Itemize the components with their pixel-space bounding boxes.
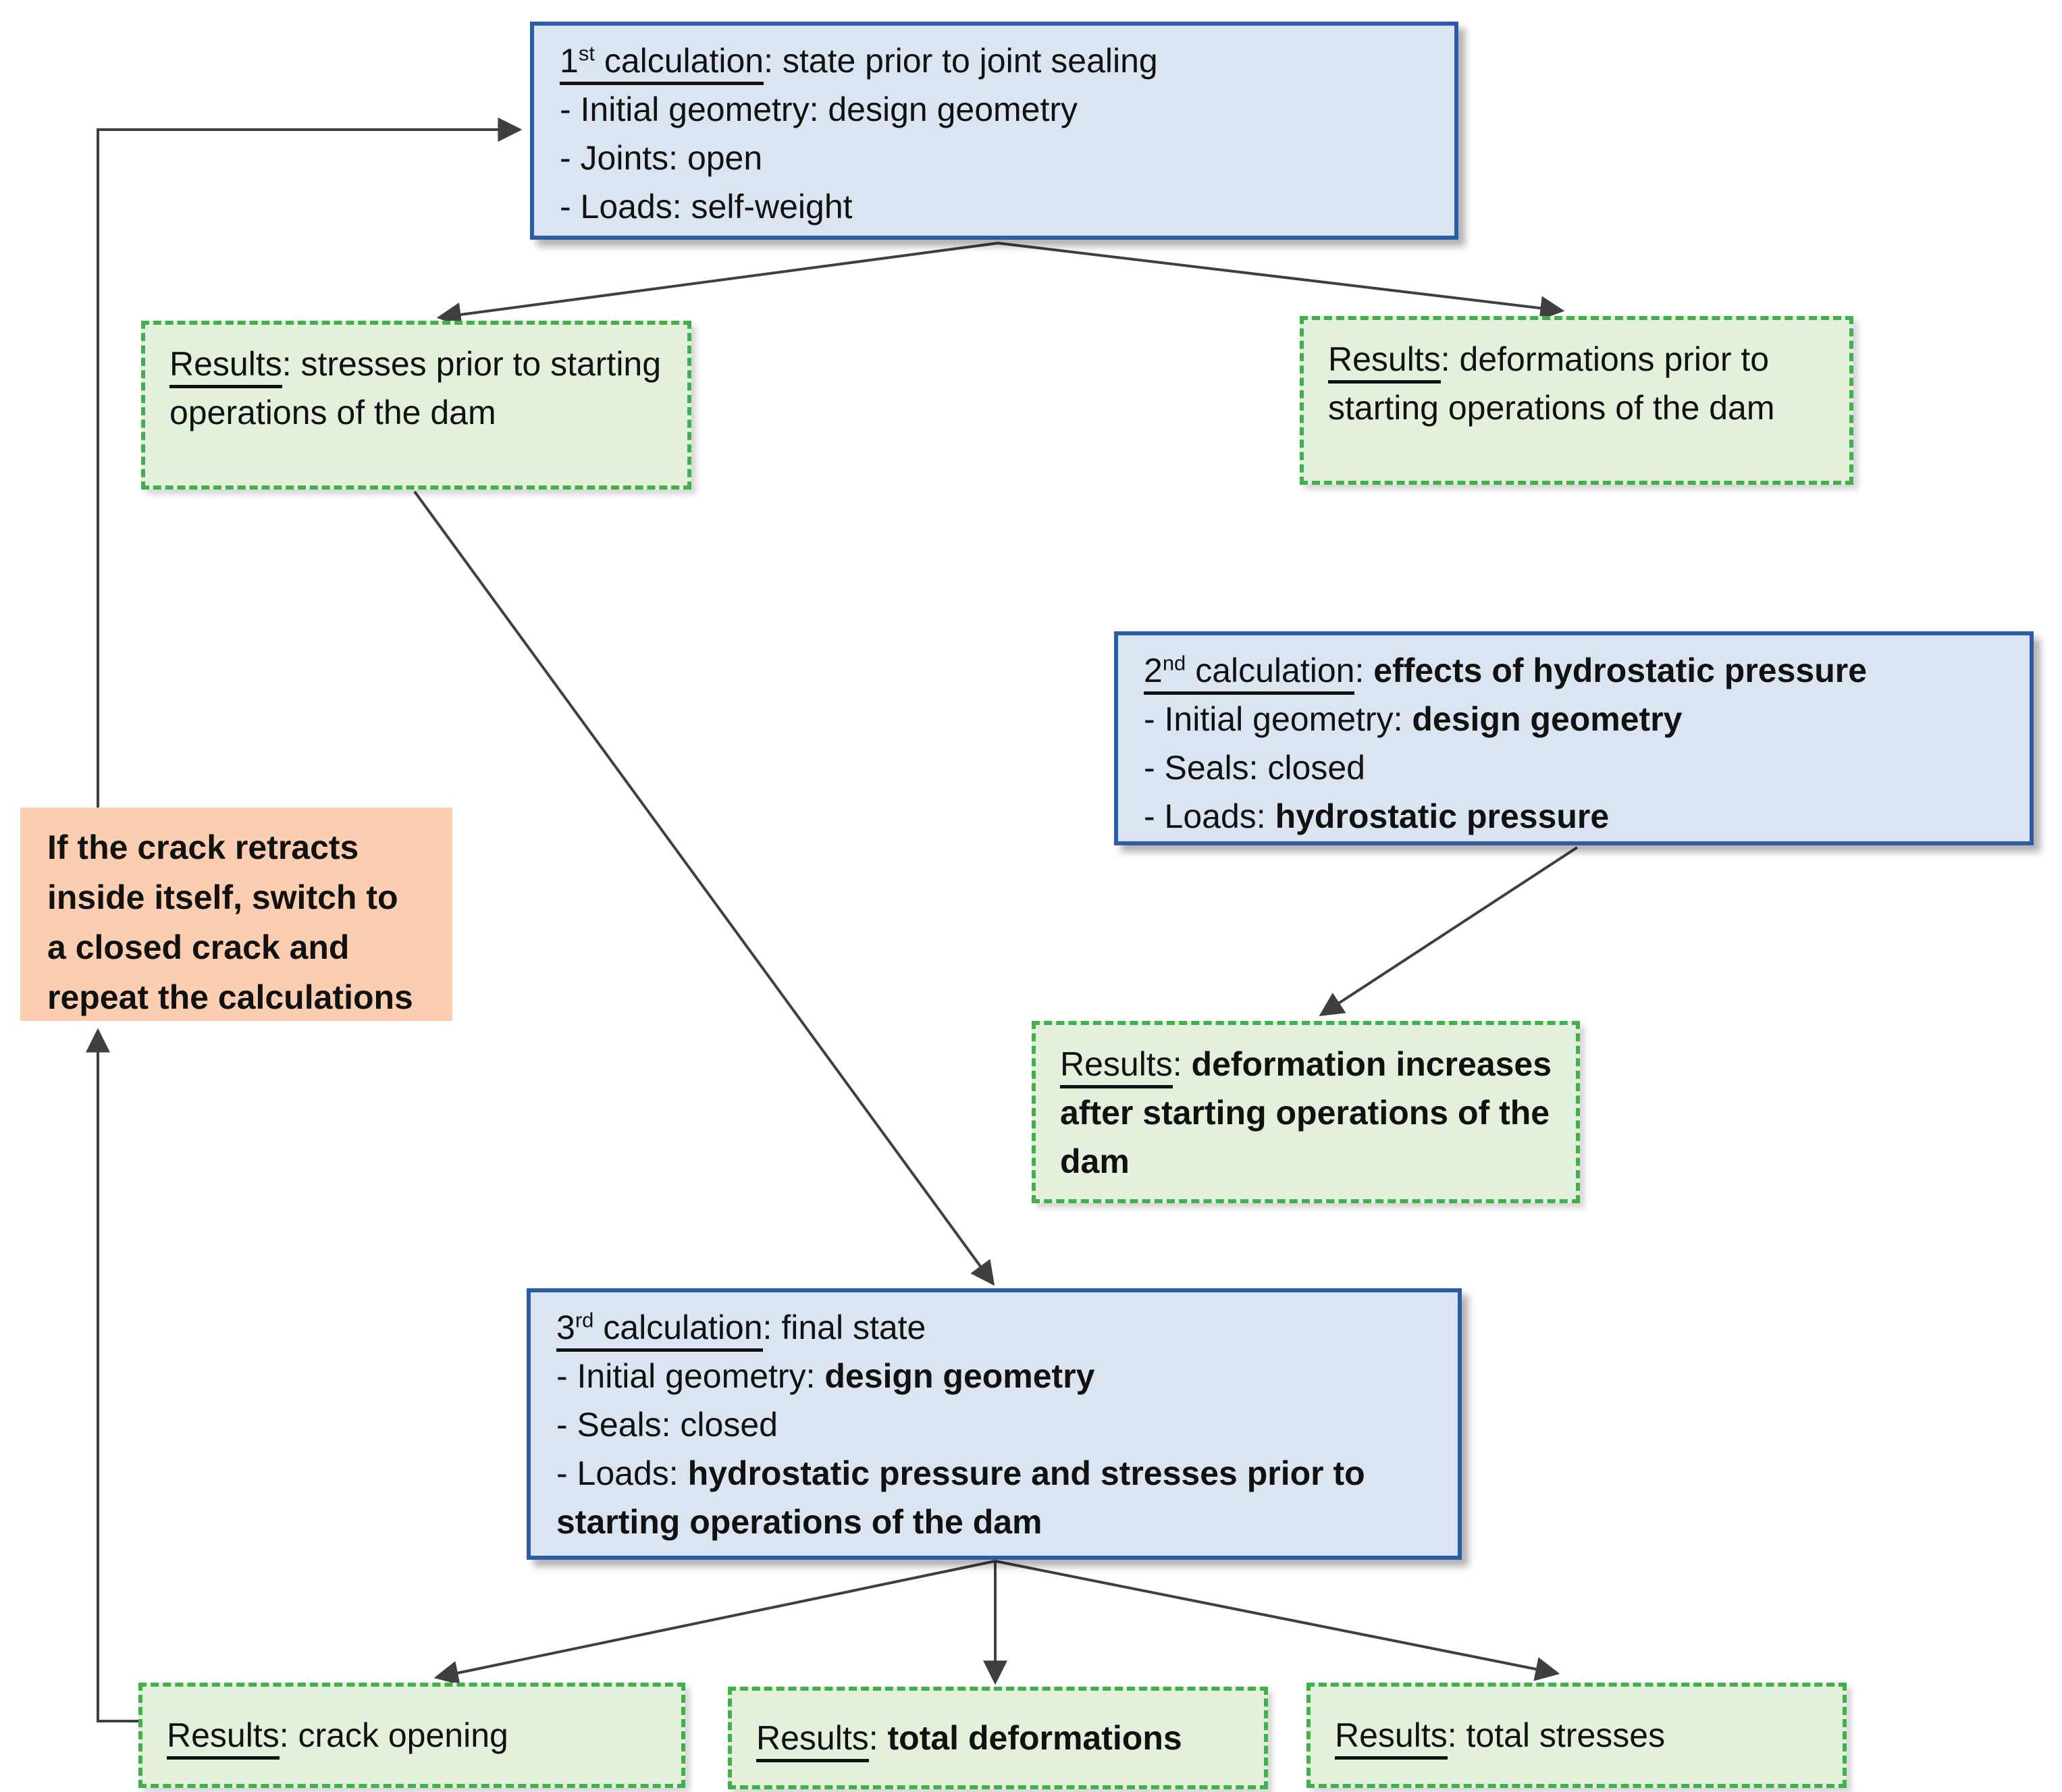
- calc1-bullet-geometry: - Initial geometry: design geometry: [560, 90, 1078, 128]
- calc1-title-underlined: 1st calculation: [560, 42, 764, 85]
- calc2-bullet-geometry: - Initial geometry: design geometry: [1144, 700, 1683, 738]
- calc1-bullet-joints: - Joints: open: [560, 139, 763, 177]
- calc3-box: 3rd calculation: final state - Initial g…: [527, 1288, 1462, 1560]
- calc3-title-underlined: 3rd calculation: [556, 1309, 763, 1352]
- calc1-box: 1st calculation: state prior to joint se…: [530, 22, 1458, 240]
- calc3-bullet-geometry: - Initial geometry: design geometry: [556, 1357, 1095, 1395]
- calc3-bullet-seals: - Seals: closed: [556, 1406, 778, 1444]
- ordinal-superscript: nd: [1162, 651, 1186, 675]
- calc2-bullet-loads: - Loads: hydrostatic pressure: [1144, 797, 1610, 835]
- note-line: a closed crack and: [47, 928, 350, 966]
- results-deformations-text: Results: deformations prior to starting …: [1328, 340, 1775, 427]
- crack-note-box: If the crack retracts inside itself, swi…: [20, 808, 452, 1021]
- ordinal-superscript: rd: [575, 1308, 594, 1332]
- calc2-title: 2nd calculation: effects of hydrostatic …: [1144, 646, 2009, 695]
- arrow-calc2-to-increase: [1319, 846, 1579, 1016]
- results-deformation-increase-text: Results: deformation increases after sta…: [1060, 1045, 1552, 1180]
- arrow-calc1-to-deformations: [997, 242, 1565, 321]
- results-stresses-box: Results: stresses prior to starting oper…: [141, 321, 691, 490]
- results-total-deformations-box: Results: total deformations: [728, 1687, 1268, 1789]
- arrow-calc3-to-totalstress: [995, 1560, 1560, 1681]
- ordinal-superscript: st: [578, 41, 595, 65]
- note-line: repeat the calculations: [47, 978, 413, 1016]
- arrow-calc3-to-crack: [433, 1560, 996, 1685]
- calc2-title-underlined: 2nd calculation: [1144, 651, 1355, 695]
- results-total-stresses-text: Results: total stresses: [1335, 1711, 1665, 1760]
- note-line: inside itself, switch to: [47, 878, 398, 916]
- calc3-title: 3rd calculation: final state: [556, 1303, 1437, 1352]
- calc1-bullet-loads: - Loads: self-weight: [560, 188, 853, 226]
- arrow-note-to-calc1: [97, 117, 523, 808]
- note-line: If the crack retracts: [47, 828, 359, 866]
- arrow-crack-to-note: [86, 1028, 138, 1722]
- arrow-calc1-to-stresses: [436, 242, 999, 327]
- calc3-bullet-loads: - Loads: hydrostatic pressure and stress…: [556, 1454, 1365, 1541]
- calc1-title: 1st calculation: state prior to joint se…: [560, 36, 1434, 85]
- results-crack-opening-box: Results: crack opening: [138, 1683, 685, 1788]
- results-crack-opening-text: Results: crack opening: [167, 1711, 508, 1760]
- results-deformations-box: Results: deformations prior to starting …: [1300, 316, 1853, 485]
- calc2-bullet-seals: - Seals: closed: [1144, 749, 1365, 787]
- results-deformation-increase-box: Results: deformation increases after sta…: [1032, 1021, 1580, 1203]
- arrow-stresses-to-calc3: [413, 490, 995, 1286]
- results-stresses-text: Results: stresses prior to starting oper…: [169, 345, 662, 431]
- results-total-deformations-text: Results: total deformations: [756, 1714, 1182, 1762]
- results-total-stresses-box: Results: total stresses: [1306, 1683, 1847, 1788]
- calc2-box: 2nd calculation: effects of hydrostatic …: [1114, 631, 2034, 845]
